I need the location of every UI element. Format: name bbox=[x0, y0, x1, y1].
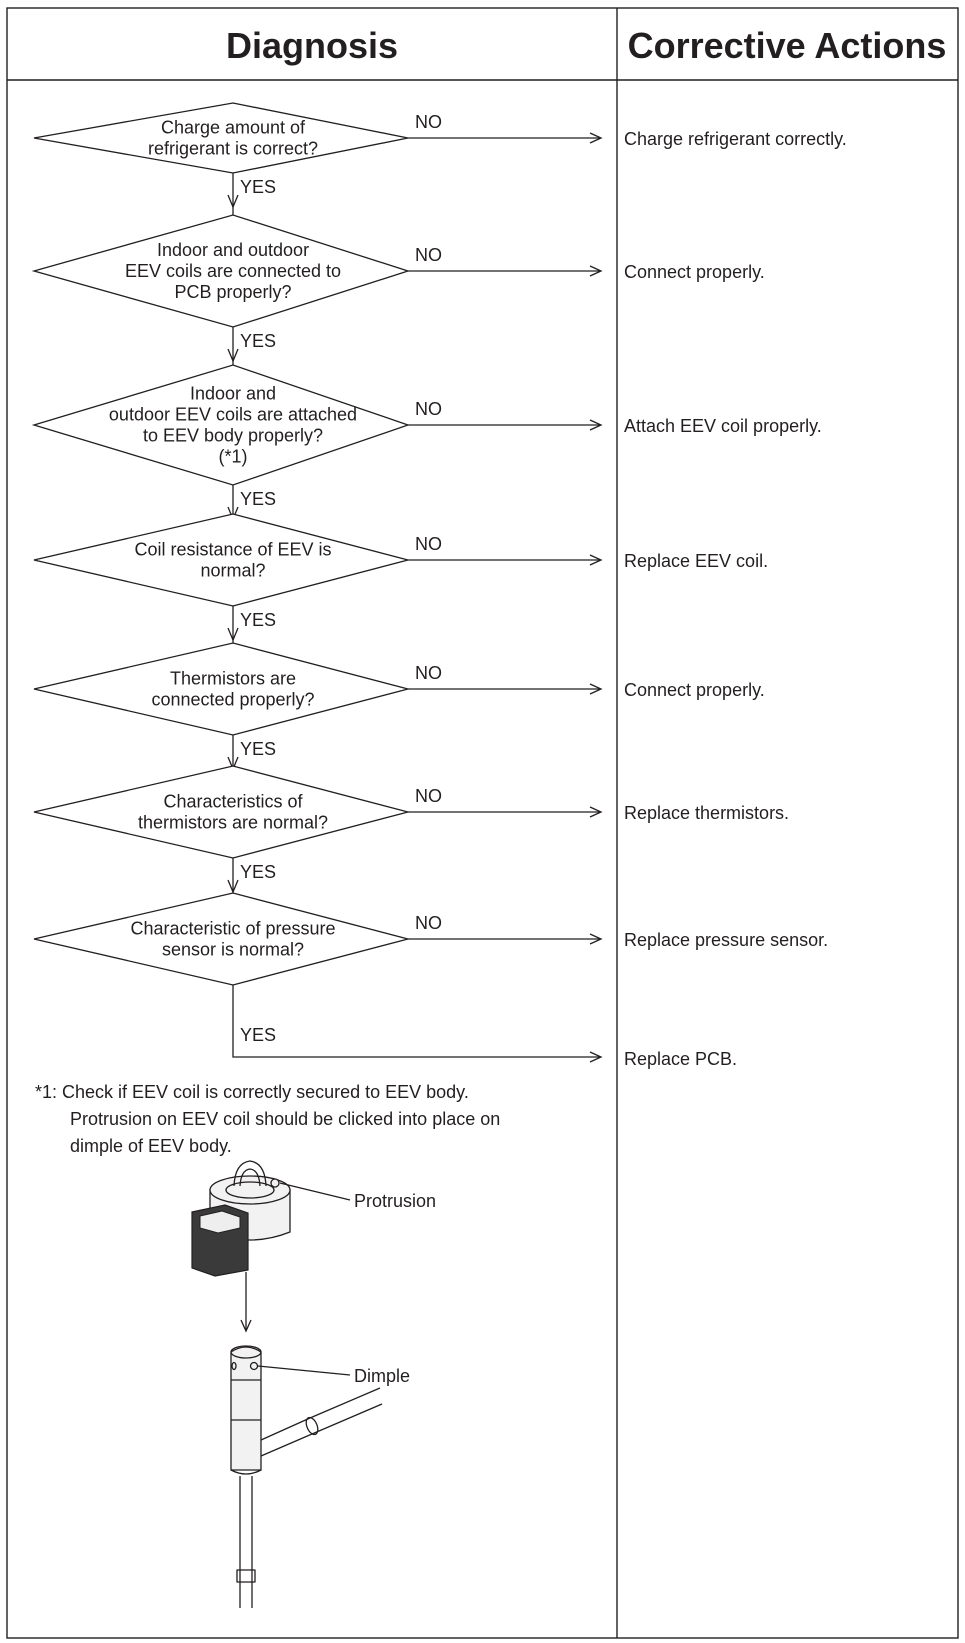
bottom-pipe-joint bbox=[236, 1569, 256, 1583]
no-label: NO bbox=[415, 534, 442, 554]
yes-label: YES bbox=[240, 331, 276, 351]
final-arrowhead bbox=[589, 1051, 603, 1063]
decision-question-line: EEV coils are connected to bbox=[125, 261, 341, 281]
yes-label: YES bbox=[240, 489, 276, 509]
table-border bbox=[6, 7, 959, 1639]
side-pipe-joint bbox=[305, 1416, 319, 1436]
decision-question-line: PCB properly? bbox=[174, 282, 291, 302]
decision-question-line: to EEV body properly? bbox=[143, 426, 323, 446]
decision-question-line: Coil resistance of EEV is bbox=[134, 540, 331, 560]
corrective-action-text: Replace thermistors. bbox=[624, 803, 789, 823]
no-arrowhead bbox=[589, 683, 603, 695]
corrective-action-text: Charge refrigerant correctly. bbox=[624, 129, 847, 149]
yes-label: YES bbox=[240, 862, 276, 882]
eev-coil-illustration: Protrusion Dimple bbox=[191, 1160, 436, 1608]
corrective-action-text: Connect properly. bbox=[624, 680, 765, 700]
no-arrowhead bbox=[589, 933, 603, 945]
no-label: NO bbox=[415, 112, 442, 132]
decision-question-line: Indoor and outdoor bbox=[157, 240, 309, 260]
coil-top-face bbox=[209, 1175, 291, 1205]
side-pipe bbox=[260, 1387, 383, 1457]
decision-question-line: outdoor EEV coils are attached bbox=[109, 405, 357, 425]
yes-arrowhead bbox=[227, 627, 239, 642]
bottom-pipe bbox=[239, 1476, 253, 1608]
corrective-action-text: Attach EEV coil properly. bbox=[624, 416, 822, 436]
decision-question-line: (*1) bbox=[218, 447, 247, 467]
corrective-action-text: Replace pressure sensor. bbox=[624, 930, 828, 950]
decision-question-line: Indoor and bbox=[190, 384, 276, 404]
no-label: NO bbox=[415, 786, 442, 806]
coil-handle-inner bbox=[239, 1168, 261, 1187]
yes-arrowhead bbox=[227, 194, 239, 209]
no-arrowhead bbox=[589, 265, 603, 277]
final-yes-label: YES bbox=[240, 1025, 276, 1045]
yes-label: YES bbox=[240, 177, 276, 197]
assembly-arrowhead bbox=[240, 1319, 252, 1333]
decision-question-line: Thermistors are bbox=[170, 669, 296, 689]
eev-body-bottom bbox=[230, 1469, 262, 1475]
eev-side-mark bbox=[231, 1361, 237, 1371]
footnote: *1: Check if EEV coil is correctly secur… bbox=[35, 1082, 500, 1156]
eev-body-top bbox=[230, 1345, 262, 1359]
no-arrowhead bbox=[589, 132, 603, 144]
yes-arrowhead bbox=[227, 348, 239, 363]
decision-question-line: normal? bbox=[200, 561, 265, 581]
decision-question-line: sensor is normal? bbox=[162, 940, 304, 960]
final-action-text: Replace PCB. bbox=[624, 1049, 737, 1069]
no-arrowhead bbox=[589, 806, 603, 818]
dimple-label: Dimple bbox=[354, 1366, 410, 1386]
corrective-action-text: Connect properly. bbox=[624, 262, 765, 282]
dimple-icon bbox=[249, 1361, 259, 1371]
corrective-action-text: Replace EEV coil. bbox=[624, 551, 768, 571]
no-label: NO bbox=[415, 663, 442, 683]
yes-label: YES bbox=[240, 739, 276, 759]
corrective-actions-header: Corrective Actions bbox=[628, 25, 947, 66]
decision-question-line: thermistors are normal? bbox=[138, 813, 328, 833]
coil-top-ring bbox=[225, 1181, 275, 1199]
coil-handle bbox=[233, 1160, 267, 1187]
protrusion-icon bbox=[270, 1178, 280, 1188]
yes-label: YES bbox=[240, 610, 276, 630]
no-arrowhead bbox=[589, 419, 603, 431]
table-frame bbox=[6, 7, 959, 1639]
eev-body bbox=[230, 1346, 262, 1471]
no-label: NO bbox=[415, 245, 442, 265]
decision-question-line: Characteristics of bbox=[163, 792, 303, 812]
final-branch: YES Replace PCB. bbox=[232, 1010, 737, 1069]
decision-question-line: refrigerant is correct? bbox=[148, 139, 318, 159]
diagnosis-header: Diagnosis bbox=[226, 25, 398, 66]
yes-arrowhead bbox=[227, 879, 239, 894]
no-label: NO bbox=[415, 399, 442, 419]
footnote-line-3: dimple of EEV body. bbox=[70, 1136, 232, 1156]
decision-question-line: Charge amount of bbox=[161, 118, 306, 138]
footnote-line-2: Protrusion on EEV coil should be clicked… bbox=[70, 1109, 500, 1129]
coil-connector-face bbox=[199, 1210, 241, 1234]
decision-question-line: Characteristic of pressure bbox=[130, 919, 335, 939]
final-connector bbox=[232, 1010, 600, 1058]
no-label: NO bbox=[415, 913, 442, 933]
footnote-line-1: *1: Check if EEV coil is correctly secur… bbox=[35, 1082, 469, 1102]
protrusion-label: Protrusion bbox=[354, 1191, 436, 1211]
dimple-callout-line bbox=[257, 1365, 351, 1376]
decision-question-line: connected properly? bbox=[151, 690, 314, 710]
no-arrowhead bbox=[589, 554, 603, 566]
protrusion-callout-line bbox=[279, 1182, 351, 1201]
